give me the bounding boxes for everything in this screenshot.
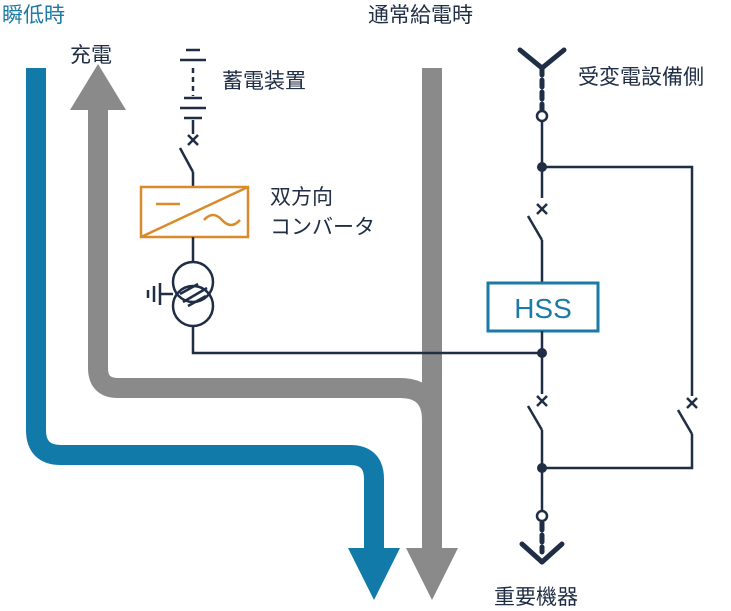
charging-label: 充電: [70, 43, 112, 67]
load-output-symbol: [519, 520, 565, 565]
middle-junction: [537, 348, 547, 358]
transformer-symbol: [171, 260, 215, 328]
bypass-line-upper: [542, 165, 694, 396]
incoming-terminal: [535, 109, 549, 123]
battery-symbol: [180, 48, 206, 134]
bypass-breaker-cross: [686, 397, 698, 409]
instantaneous-drop-flow-arrow: [26, 68, 384, 552]
outgoing-terminal: [535, 509, 549, 523]
instantaneous-drop-arrowhead: [348, 548, 400, 600]
battery-switch: [178, 147, 195, 187]
instantaneous-drop-label: 瞬低時: [2, 3, 65, 27]
ground-symbol: [146, 283, 173, 305]
critical-equipment-label: 重要機器: [494, 585, 578, 609]
normal-supply-arrowhead: [406, 548, 458, 600]
transformer-connection-line: [191, 326, 542, 355]
hss-box: [486, 281, 600, 333]
bypass-switch: [542, 409, 694, 470]
battery-label: 蓄電装置: [222, 69, 306, 93]
hss-label: HSS: [514, 293, 572, 324]
bidirectional-converter-box: [139, 185, 250, 239]
converter-symbol: [140, 185, 249, 239]
converter-label-line1: 双方向: [270, 185, 333, 209]
battery-breaker-cross: [187, 134, 199, 146]
utility-source-symbol: [517, 47, 567, 113]
charging-arrowhead: [70, 64, 126, 110]
converter-label-line2: コンバータ: [270, 215, 375, 239]
upper-breaker-cross: [536, 203, 548, 215]
normal-supply-label: 通常給電時: [368, 3, 473, 27]
lower-breaker-cross: [536, 395, 548, 407]
substation-side-label: 受変電設備側: [578, 65, 704, 89]
lower-switch: [526, 405, 544, 510]
upper-switch: [526, 215, 544, 283]
